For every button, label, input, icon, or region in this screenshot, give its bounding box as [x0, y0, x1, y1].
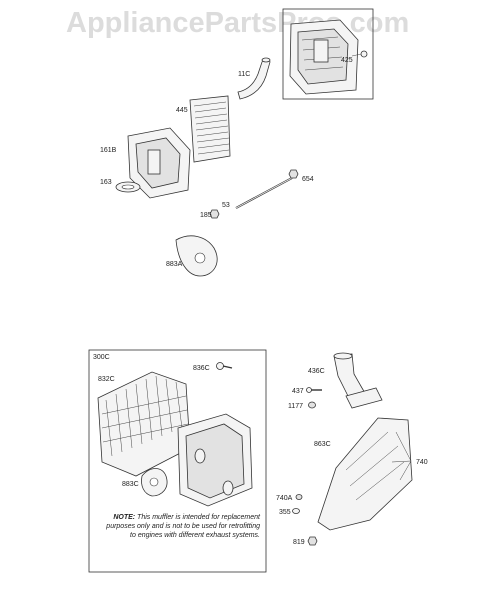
- label-883c: 883C: [122, 481, 139, 488]
- watermark-text: AppliancePartsPros.com: [66, 7, 409, 39]
- label-836c: 836C: [193, 365, 210, 372]
- label-185: 185: [200, 212, 212, 219]
- label-11c: 11C: [238, 71, 250, 78]
- stud-53[interactable]: [235, 177, 293, 209]
- label-863c: 863C: [314, 441, 331, 448]
- label-161b: 161B: [100, 147, 117, 154]
- exhaust-elbow-436c[interactable]: [333, 352, 383, 409]
- breather-tube-11c[interactable]: [237, 57, 271, 100]
- screw-740a[interactable]: [295, 494, 303, 500]
- label-654: 654: [302, 176, 314, 183]
- top-group-box: [282, 8, 374, 100]
- label-740a: 740A: [276, 495, 293, 502]
- gasket-883c[interactable]: [141, 468, 168, 497]
- air-cleaner-cover[interactable]: [289, 19, 359, 95]
- air-cleaner-base-161b[interactable]: [127, 127, 191, 199]
- gasket-163[interactable]: [115, 181, 141, 193]
- label-819: 819: [293, 539, 305, 546]
- label-53: 53: [222, 202, 230, 209]
- nut-819[interactable]: [307, 536, 318, 546]
- label-1177: 1177: [288, 403, 303, 410]
- note-prefix: NOTE:: [113, 514, 136, 521]
- note-text: This muffler is intended for replacement…: [106, 514, 260, 539]
- label-163: 163: [100, 179, 112, 186]
- nut-654[interactable]: [288, 169, 299, 179]
- label-832c: 832C: [98, 376, 115, 383]
- muffler[interactable]: [177, 413, 253, 507]
- label-445: 445: [176, 107, 188, 114]
- screw-425[interactable]: [351, 50, 368, 58]
- screw-836c[interactable]: [216, 362, 233, 370]
- air-filter-445[interactable]: [189, 95, 231, 163]
- washer-1177[interactable]: [308, 401, 316, 409]
- bottom-group-box-label: 300C: [93, 354, 110, 361]
- washer-355[interactable]: [292, 508, 300, 514]
- gasket-883a[interactable]: [175, 235, 218, 277]
- label-740: 740: [416, 459, 428, 466]
- muffler-heat-shield-832c[interactable]: [97, 371, 191, 477]
- label-436c: 436C: [308, 368, 325, 375]
- nut-185[interactable]: [209, 209, 220, 219]
- bottom-group-box: [88, 349, 267, 573]
- deflector-863c[interactable]: [317, 417, 413, 531]
- screw-437[interactable]: [306, 387, 323, 393]
- replacement-note: NOTE: This muffler is intended for repla…: [100, 513, 260, 540]
- label-355: 355: [279, 509, 291, 516]
- screws-740[interactable]: [391, 431, 412, 481]
- label-425: 425: [341, 57, 353, 64]
- label-437: 437: [292, 388, 304, 395]
- label-883a: 883A: [166, 261, 183, 268]
